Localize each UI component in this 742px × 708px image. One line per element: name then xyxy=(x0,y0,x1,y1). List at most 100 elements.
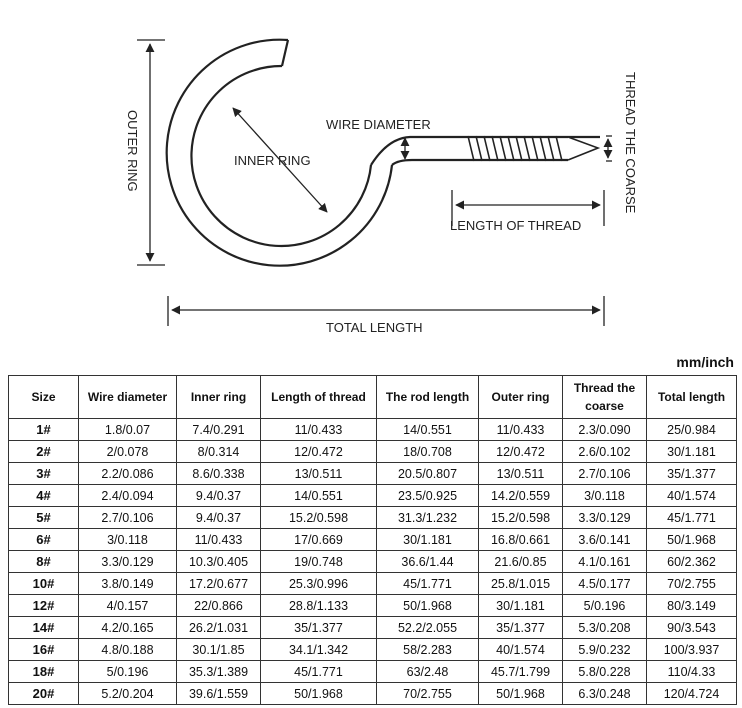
table-cell: 31.3/1.232 xyxy=(376,506,479,529)
hook-illustration xyxy=(165,38,600,267)
table-cell: 21.6/0.85 xyxy=(478,550,563,573)
table-cell: 35/1.377 xyxy=(646,462,737,485)
table-cell: 23.5/0.925 xyxy=(376,484,479,507)
label-thread-coarse: THREAD THE COARSE xyxy=(623,72,638,214)
label-total-length: TOTAL LENGTH xyxy=(326,320,423,335)
table-cell: 2.7/0.106 xyxy=(562,462,647,485)
table-cell: 17/0.669 xyxy=(260,528,377,551)
table-cell: 30/1.181 xyxy=(646,440,737,463)
table-cell: 70/2.755 xyxy=(376,682,479,705)
table-cell: 18/0.708 xyxy=(376,440,479,463)
table-cell: 10.3/0.405 xyxy=(176,550,261,573)
table-cell: 30/1.181 xyxy=(376,528,479,551)
table-cell: 12/0.472 xyxy=(260,440,377,463)
table-cell: 5.9/0.232 xyxy=(562,638,647,661)
table-cell: 22/0.866 xyxy=(176,594,261,617)
table-cell: 50/1.968 xyxy=(478,682,563,705)
table-cell: 12/0.472 xyxy=(478,440,563,463)
column-header: Length of thread xyxy=(260,375,377,419)
column-header: Size xyxy=(8,375,79,419)
thread-ridges xyxy=(467,135,601,162)
label-wire-diameter: WIRE DIAMETER xyxy=(326,117,431,132)
table-cell: 35/1.377 xyxy=(478,616,563,639)
table-cell: 100/3.937 xyxy=(646,638,737,661)
table-cell: 45.7/1.799 xyxy=(478,660,563,683)
table-cell: 3/0.118 xyxy=(78,528,177,551)
unit-label: mm/inch xyxy=(676,354,734,370)
table-cell: 14.2/0.559 xyxy=(478,484,563,507)
table-cell: 11/0.433 xyxy=(478,418,563,441)
table-cell: 5.8/0.228 xyxy=(562,660,647,683)
table-cell: 13/0.511 xyxy=(478,462,563,485)
column-header: The rod length xyxy=(376,375,479,419)
table-cell: 35/1.377 xyxy=(260,616,377,639)
table-cell: 1.8/0.07 xyxy=(78,418,177,441)
table-cell: 14/0.551 xyxy=(376,418,479,441)
table-cell: 3/0.118 xyxy=(562,484,647,507)
table-cell: 3.6/0.141 xyxy=(562,528,647,551)
table-cell: 50/1.968 xyxy=(376,594,479,617)
size-cell: 3# xyxy=(8,462,79,485)
table-cell: 5.3/0.208 xyxy=(562,616,647,639)
column-header: Thread the coarse xyxy=(562,375,647,419)
table-cell: 4/0.157 xyxy=(78,594,177,617)
table-cell: 15.2/0.598 xyxy=(260,506,377,529)
table-cell: 45/1.771 xyxy=(646,506,737,529)
table-cell: 14/0.551 xyxy=(260,484,377,507)
size-cell: 2# xyxy=(8,440,79,463)
size-cell: 8# xyxy=(8,550,79,573)
table-cell: 19/0.748 xyxy=(260,550,377,573)
size-cell: 5# xyxy=(8,506,79,529)
table-cell: 4.2/0.165 xyxy=(78,616,177,639)
label-length-of-thread: LENGTH OF THREAD xyxy=(450,218,581,233)
size-cell: 16# xyxy=(8,638,79,661)
table-cell: 28.8/1.133 xyxy=(260,594,377,617)
table-cell: 120/4.724 xyxy=(646,682,737,705)
table-cell: 3.3/0.129 xyxy=(78,550,177,573)
size-cell: 10# xyxy=(8,572,79,595)
label-outer-ring: OUTER RING xyxy=(125,110,140,192)
table-cell: 50/1.968 xyxy=(646,528,737,551)
table-cell: 25/0.984 xyxy=(646,418,737,441)
table-cell: 9.4/0.37 xyxy=(176,484,261,507)
size-cell: 12# xyxy=(8,594,79,617)
table-cell: 5.2/0.204 xyxy=(78,682,177,705)
table-cell: 16.8/0.661 xyxy=(478,528,563,551)
table-cell: 20.5/0.807 xyxy=(376,462,479,485)
table-cell: 80/3.149 xyxy=(646,594,737,617)
table-cell: 34.1/1.342 xyxy=(260,638,377,661)
column-header: Wire diameter xyxy=(78,375,177,419)
table-cell: 35.3/1.389 xyxy=(176,660,261,683)
table-cell: 63/2.48 xyxy=(376,660,479,683)
table-cell: 40/1.574 xyxy=(478,638,563,661)
label-inner-ring: INNER RING xyxy=(234,153,311,168)
table-cell: 7.4/0.291 xyxy=(176,418,261,441)
table-cell: 36.6/1.44 xyxy=(376,550,479,573)
table-cell: 4.5/0.177 xyxy=(562,572,647,595)
table-cell: 8/0.314 xyxy=(176,440,261,463)
table-cell: 13/0.511 xyxy=(260,462,377,485)
column-header: Inner ring xyxy=(176,375,261,419)
table-cell: 2.6/0.102 xyxy=(562,440,647,463)
table-cell: 58/2.283 xyxy=(376,638,479,661)
table-cell: 30.1/1.85 xyxy=(176,638,261,661)
table-cell: 3.8/0.149 xyxy=(78,572,177,595)
table-cell: 4.1/0.161 xyxy=(562,550,647,573)
table-cell: 70/2.755 xyxy=(646,572,737,595)
column-header: Total length xyxy=(646,375,737,419)
